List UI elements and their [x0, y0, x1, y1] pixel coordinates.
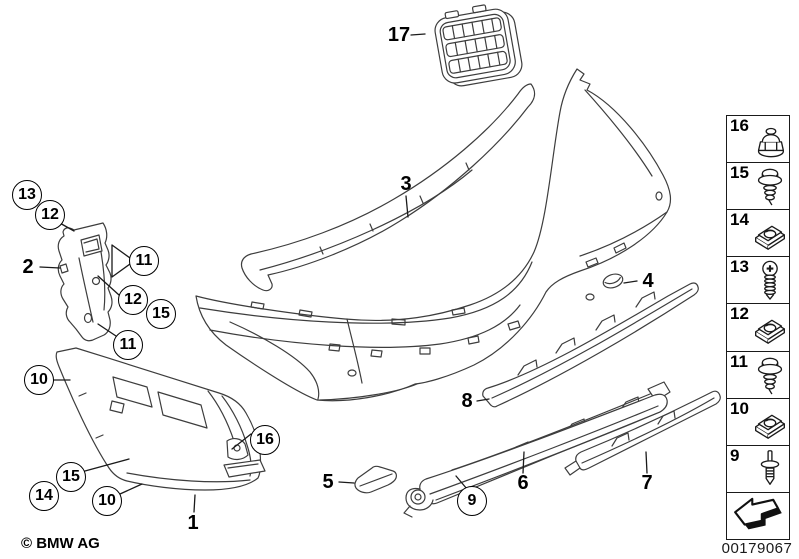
corner-panel-1-art — [55, 347, 266, 491]
sidebar-part-16[interactable]: 16 — [727, 116, 789, 164]
callout-10-upper[interactable]: 10 — [24, 365, 54, 395]
bracket-2-art — [57, 222, 113, 342]
callout-14[interactable]: 14 — [29, 481, 59, 511]
sidebar-part-number: 12 — [730, 304, 749, 324]
sidebar-part-11[interactable]: 11 — [727, 351, 789, 399]
grille-17-art — [434, 4, 523, 87]
callout-12-mid[interactable]: 12 — [118, 285, 148, 315]
sidebar-part-number: 15 — [730, 163, 749, 183]
label-part-2[interactable]: 2 — [22, 256, 34, 278]
sidebar-part-12[interactable]: 12 — [727, 304, 789, 352]
hex-screw-icon — [757, 168, 783, 206]
cap-4-art — [602, 273, 624, 289]
diffuser-6-art — [403, 381, 671, 518]
sidebar-part-10[interactable]: 10 — [727, 398, 789, 446]
clip-nut-icon — [755, 225, 785, 251]
label-part-5[interactable]: 5 — [322, 471, 334, 493]
clip-nut-icon — [755, 320, 785, 345]
callout-11-right[interactable]: 11 — [129, 246, 159, 276]
sidebar-part-number: 16 — [730, 116, 749, 135]
callout-15-lower[interactable]: 15 — [56, 462, 86, 492]
label-part-8[interactable]: 8 — [461, 390, 473, 412]
leader-lines — [39, 33, 648, 513]
direction-arrow-icon — [734, 497, 782, 530]
cap-nut-icon — [757, 127, 785, 158]
strip-7-art — [564, 390, 721, 476]
label-part-7[interactable]: 7 — [641, 472, 653, 494]
clip-nut-icon — [755, 414, 785, 439]
label-part-1[interactable]: 1 — [187, 512, 199, 534]
sidebar-part-number: 14 — [730, 210, 749, 230]
sidebar-part-14[interactable]: 14 — [727, 210, 789, 258]
label-part-6[interactable]: 6 — [517, 472, 529, 494]
sidebar-part-number: 11 — [730, 351, 748, 371]
callout-9[interactable]: 9 — [457, 486, 487, 516]
fastener-legend: 16 15 14 — [726, 115, 790, 540]
copyright-text: © BMW AG — [21, 535, 100, 552]
hex-screw-icon — [757, 357, 783, 395]
sidebar-part-number: 10 — [730, 398, 749, 418]
callout-11-lower[interactable]: 11 — [113, 330, 143, 360]
label-part-17[interactable]: 17 — [387, 24, 411, 46]
callout-16[interactable]: 16 — [250, 425, 280, 455]
reflector-8-art — [482, 282, 699, 408]
phillips-screw-icon — [762, 261, 778, 301]
callout-10-lower[interactable]: 10 — [92, 486, 122, 516]
sidebar-part-9[interactable]: 9 — [727, 445, 789, 493]
expansion-rivet-icon — [760, 449, 780, 485]
diagram-number: 00179067 — [721, 540, 793, 557]
label-part-4[interactable]: 4 — [642, 270, 654, 292]
callout-12-upper[interactable]: 12 — [35, 200, 65, 230]
sidebar-part-13[interactable]: 13 — [727, 257, 789, 305]
trim-3-art — [240, 83, 536, 292]
sidebar-part-number: 9 — [730, 445, 740, 465]
bumper-cover-art — [195, 68, 672, 402]
strip-5-art — [354, 465, 397, 494]
callout-15-mid[interactable]: 15 — [146, 299, 176, 329]
label-part-3[interactable]: 3 — [400, 173, 412, 195]
sidebar-direction-arrow[interactable] — [727, 492, 789, 539]
sidebar-part-15[interactable]: 15 — [727, 163, 789, 211]
sidebar-part-number: 13 — [730, 257, 749, 277]
